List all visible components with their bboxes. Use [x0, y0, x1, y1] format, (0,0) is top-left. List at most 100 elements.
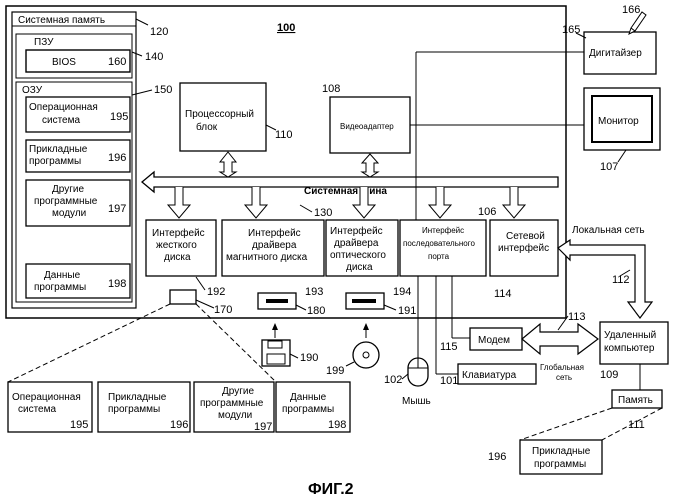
hdd-ref: 170 [214, 304, 232, 316]
system-bus-ref: 130 [314, 207, 332, 219]
ram-modules-line3: модули [52, 208, 86, 219]
lan-label: Локальная сеть [572, 225, 645, 236]
ram-leader [132, 90, 152, 95]
system-bus-ref-leader [300, 205, 312, 212]
ram-modules-line1: Другие [52, 184, 84, 195]
floppy-ref: 190 [300, 352, 318, 364]
hdd-os-line2: система [18, 404, 56, 415]
optical-interface-line2: драйвера [334, 238, 379, 249]
hdd-apps-line2: программы [108, 404, 160, 415]
lan-arrow [558, 240, 652, 318]
serial-interface-line2: последовательного [403, 239, 475, 248]
hard-disk-drive [170, 290, 196, 304]
optical-drive-leader [384, 305, 396, 310]
hdd-interface-line1: Интерфейс [152, 227, 205, 239]
hdd-apps-line1: Прикладные [108, 392, 167, 403]
system-memory-ref: 120 [150, 26, 168, 38]
remote-apps-dash-left [520, 408, 612, 440]
ram-apps-line1: Прикладные [29, 144, 88, 155]
rom-ref: 140 [145, 51, 163, 63]
floppy-drive-slot [266, 299, 288, 303]
bios-ref: 160 [108, 56, 126, 68]
video-adapter-label: Видеоадаптер [340, 122, 394, 131]
hdd-modules-line1: Другие [222, 386, 254, 397]
cpu-line1: Процессорный [185, 109, 254, 120]
cd-disc [353, 342, 379, 368]
system-ref: 100 [277, 22, 295, 34]
floppy-drive-ref: 180 [307, 305, 325, 317]
remote-apps-line2: программы [534, 459, 586, 470]
wan-arrow [522, 324, 598, 354]
computer-frame [6, 6, 566, 318]
bus-serial-arrow [429, 187, 451, 218]
stylus-ref: 166 [622, 4, 640, 16]
mouse-label: Мышь [402, 396, 431, 407]
hdd-modules-ref: 197 [254, 421, 272, 433]
hdd-data-line1: Данные [290, 392, 327, 403]
hdd-interface-line3: диска [164, 252, 191, 263]
modem-ref: 115 [440, 341, 458, 353]
remote-apps-ref: 196 [488, 451, 506, 463]
bus-mag-arrow [245, 187, 267, 218]
keyboard-ref: 101 [440, 375, 458, 387]
floppy-drive-leader [296, 305, 306, 310]
cd-ref: 199 [326, 365, 344, 377]
magnetic-interface-line1: Интерфейс [248, 227, 301, 239]
wan-ref: 113 [568, 311, 586, 323]
monitor-leader [618, 150, 626, 162]
rom-leader [132, 52, 142, 56]
wan-line1: Глобальная [540, 363, 584, 372]
remote-computer-line1: Удаленный [604, 330, 656, 341]
hdd-interface-line2: жесткого [156, 240, 197, 251]
optical-interface-line3: оптического [330, 250, 386, 261]
monitor-ref: 107 [600, 161, 618, 173]
mouse-ref: 102 [384, 374, 402, 386]
ram-os-line1: Операционная [29, 102, 98, 113]
serial-interface-ref: 106 [478, 206, 496, 218]
monitor-label: Монитор [598, 116, 639, 127]
optical-interface-line1: Интерфейс [330, 225, 383, 237]
remote-computer-line2: компьютер [604, 343, 655, 354]
ram-ref: 150 [154, 84, 172, 96]
mouse-leader [402, 374, 408, 379]
ram-apps-line2: программы [29, 156, 81, 167]
hdd-modules-line2: программные [200, 398, 264, 409]
network-interface-line2: интерфейс [498, 242, 549, 254]
ram-data-line1: Данные [44, 270, 81, 281]
video-bus-arrow [362, 154, 378, 177]
ram-data-line2: программы [34, 282, 86, 293]
floppy-leader [290, 354, 298, 358]
hdd-modules-line3: модули [218, 410, 252, 421]
system-memory-title: Системная память [18, 15, 105, 26]
remote-apps-dash-right [602, 408, 662, 440]
keyboard-label: Клавиатура [462, 370, 517, 381]
hdd-interface-leader [196, 277, 205, 290]
wan-line2: сеть [556, 373, 572, 382]
video-adapter-ref: 108 [322, 83, 340, 95]
ram-title: ОЗУ [22, 85, 43, 96]
hdd-content-dash-left [8, 304, 170, 382]
ram-data-ref: 198 [108, 278, 126, 290]
network-interface-line1: Сетевой [506, 231, 545, 242]
ram-os-ref: 195 [110, 111, 128, 123]
bus-hdd-arrow [168, 187, 190, 218]
figure-caption: ФИГ.2 [308, 481, 354, 498]
digitizer-label: Дигитайзер [589, 48, 642, 59]
cd-leader [346, 362, 354, 366]
optical-drive-ref: 191 [398, 305, 416, 317]
optical-interface-line4: диска [346, 262, 373, 273]
hdd-data-line2: программы [282, 404, 334, 415]
ram-modules-ref: 197 [108, 203, 126, 215]
hdd-apps-ref: 196 [170, 419, 188, 431]
remote-apps-line1: Прикладные [532, 446, 591, 457]
hdd-interface-ref: 192 [207, 286, 225, 298]
bios-label: BIOS [52, 57, 76, 68]
optical-interface-ref: 194 [393, 286, 411, 298]
remote-computer-ref: 109 [600, 369, 618, 381]
hdd-os-line1: Операционная [12, 392, 81, 403]
system-bus-label: Системная шина [304, 186, 387, 197]
bus-net-arrow [503, 187, 525, 218]
magnetic-interface-ref: 193 [305, 286, 323, 298]
